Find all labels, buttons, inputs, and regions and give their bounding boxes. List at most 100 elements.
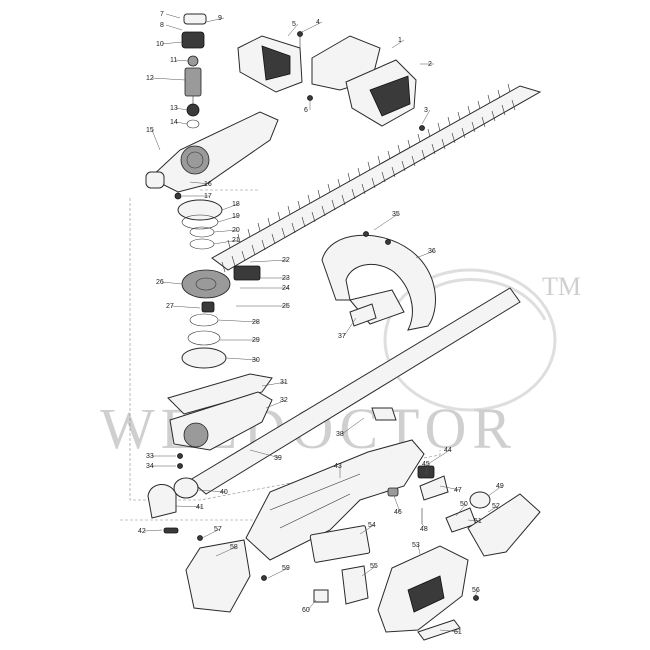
callout-label: 17 [204, 193, 212, 200]
leader-line [197, 489, 227, 493]
leader-line [417, 544, 421, 555]
callout-label: 61 [454, 629, 462, 636]
switch-parts [387, 465, 541, 557]
leader-line [487, 505, 499, 513]
leader-line [307, 599, 317, 611]
leader-line [373, 213, 399, 231]
callout-label: 2 [428, 61, 432, 68]
motor-covers [237, 31, 425, 131]
hedge-blade [211, 83, 542, 273]
leader-line [359, 524, 375, 535]
leader-line [175, 59, 189, 62]
leader-line [189, 181, 211, 185]
callout-label: 6 [304, 107, 308, 114]
callout-label: 34 [146, 463, 154, 470]
leader-line [221, 203, 239, 211]
leader-line [201, 528, 221, 539]
callout-label: 52 [492, 503, 500, 510]
battery-housing-parts [185, 535, 479, 641]
callout-label: 58 [230, 544, 238, 551]
leader-line [161, 281, 183, 285]
callout-label: 51 [474, 518, 482, 525]
gear-stack [167, 192, 273, 469]
callout-label: 36 [428, 248, 436, 255]
leader-line [225, 357, 259, 361]
leader-line [205, 17, 225, 23]
callout-label: 4 [316, 19, 320, 26]
callout-label: 43 [334, 463, 342, 470]
rear-handle-housing [245, 439, 425, 563]
callout-label: 7 [160, 11, 164, 18]
watermark-trademark: TM [542, 272, 581, 301]
callout-label: 49 [496, 483, 504, 490]
callout-label: 8 [160, 22, 164, 29]
callout-labels: 1234567891011121314151617181920212223242… [138, 11, 504, 636]
callout-label: 46 [394, 509, 402, 516]
callout-label: 38 [336, 431, 344, 438]
callout-label: 14 [170, 119, 178, 126]
leader-line [415, 250, 435, 259]
callout-label: 48 [420, 526, 428, 533]
callout-label: 24 [282, 285, 290, 292]
callout-label: 60 [302, 607, 310, 614]
callout-label: 27 [166, 303, 174, 310]
leader-line [439, 485, 461, 491]
leader-line [217, 319, 259, 323]
leader-line [467, 519, 481, 522]
leader-line [421, 523, 427, 530]
callout-label: 5 [292, 21, 296, 28]
callout-label: 39 [274, 455, 282, 462]
leader-line [439, 629, 461, 633]
callout-label: 42 [138, 528, 146, 535]
callout-label: 30 [252, 357, 260, 364]
callout-label: 10 [156, 41, 164, 48]
motor-assembly [181, 13, 207, 129]
leader-line [427, 449, 451, 465]
leader-line [421, 109, 431, 125]
callout-label: 22 [282, 257, 290, 264]
leader-line [287, 23, 299, 37]
callout-label: 13 [170, 105, 178, 112]
leader-line [425, 463, 429, 475]
callout-label: 59 [282, 565, 290, 572]
callout-label: 32 [280, 397, 288, 404]
leader-line [249, 259, 289, 263]
leader-line [175, 107, 188, 111]
callout-label: 18 [232, 201, 240, 208]
leader-line [301, 21, 323, 33]
leader-line [175, 121, 188, 125]
callout-label: 26 [156, 279, 164, 286]
leader-line [171, 305, 201, 309]
callout-label: 50 [460, 501, 468, 508]
callout-label: 37 [338, 333, 346, 340]
leader-line [361, 565, 377, 577]
front-handle-and-pipe [189, 231, 521, 495]
callout-label: 55 [370, 563, 378, 570]
callout-label: 9 [218, 15, 222, 22]
callout-label: 21 [232, 237, 240, 244]
leader-line [213, 239, 239, 245]
callout-label: 44 [444, 447, 452, 454]
leader-line [165, 13, 181, 19]
callout-label: 53 [412, 542, 420, 549]
leader-line [343, 317, 357, 337]
leader-line [341, 417, 365, 435]
leader-line [151, 129, 161, 151]
leader-line [213, 229, 239, 233]
leader-line [215, 546, 237, 557]
callout-label: 25 [282, 303, 290, 310]
leader-line [165, 24, 183, 31]
leader-line [143, 529, 163, 532]
leader-line [391, 39, 405, 49]
leader-line [217, 215, 239, 223]
leader-line [455, 503, 467, 517]
callout-label: 20 [232, 227, 240, 234]
leader-line [261, 381, 287, 387]
leader-line [265, 399, 287, 409]
callout-label: 12 [146, 75, 154, 82]
callout-label: 56 [472, 587, 480, 594]
leader-line [473, 589, 479, 599]
leader-line [393, 495, 401, 513]
callout-label: 33 [146, 453, 154, 460]
